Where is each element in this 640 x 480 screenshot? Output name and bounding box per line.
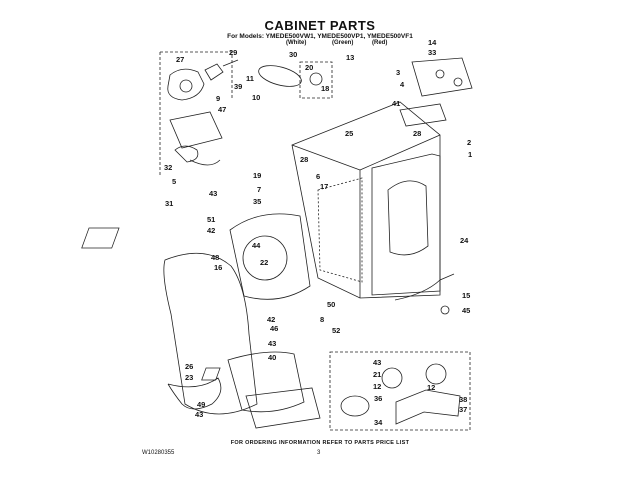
callout-31: 31 [165,199,173,208]
callout-30: 30 [289,50,297,59]
callout-50: 50 [327,300,335,309]
power-cord [394,273,455,301]
callout-51: 51 [207,215,215,224]
color-label-green: (Green) [332,40,354,46]
callout-48: 48 [211,253,219,262]
callout-42: 42 [267,315,275,324]
model-list: For Models: YMEDE500VW1, YMEDE500VP1, YM… [227,33,413,40]
drive-belt [258,65,302,87]
motor-bracket [169,111,223,149]
callout-12: 12 [427,383,435,392]
callout-32: 32 [164,163,172,172]
callout-9: 9 [216,94,220,103]
callout-23: 23 [185,373,193,382]
callout-8: 8 [320,315,324,324]
callout-17: 17 [320,182,328,191]
callout-41: 41 [392,99,400,108]
control-bracket [411,57,473,97]
callout-43: 43 [195,410,203,419]
callout-4: 4 [400,80,405,89]
callout-14: 14 [428,38,437,47]
callout-7: 7 [257,185,261,194]
callout-10: 10 [252,93,260,102]
dashed-group-box [160,51,233,100]
callout-20: 20 [305,63,313,72]
callout-40: 40 [268,353,276,362]
callout-33: 33 [428,48,436,57]
callout-5: 5 [172,177,176,186]
callout-34: 34 [374,418,383,427]
callout-37: 37 [459,405,467,414]
ordering-note: FOR ORDERING INFORMATION REFER TO PARTS … [230,440,410,446]
callout-44: 44 [252,241,261,250]
callout-46: 46 [270,324,278,333]
callout-38: 38 [459,395,467,404]
callout-13: 13 [346,53,354,62]
toe-panel [245,387,321,429]
color-label-red: (Red) [372,40,388,46]
callout-26: 26 [185,362,193,371]
callout-43: 43 [209,189,217,198]
callout-36: 36 [374,394,382,403]
front-bulkhead [229,213,311,300]
document-id: W10280355 [142,450,175,456]
callout-25: 25 [345,129,353,138]
callout-43: 43 [268,339,276,348]
wire-harness [167,377,222,410]
callout-39: 39 [234,82,242,91]
callout-42: 42 [207,226,215,235]
access-panel [81,227,120,249]
callout-45: 45 [462,306,470,315]
callout-28: 28 [413,129,421,138]
callout-35: 35 [253,197,261,206]
callout-18: 18 [321,84,329,93]
callout-6: 6 [316,172,320,181]
dashed-pulley-box [299,61,333,99]
callout-28: 28 [300,155,308,164]
callout-2: 2 [467,138,471,147]
callout-21: 21 [373,370,381,379]
callout-16: 16 [214,263,222,272]
callout-29: 29 [229,48,237,57]
color-label-white: (White) [286,40,307,46]
callout-12: 12 [373,382,381,391]
front-panel [163,252,258,415]
page-title: CABINET PARTS [264,18,376,33]
callout-52: 52 [332,326,340,335]
drive-motor-assembly [167,59,239,101]
callout-11: 11 [246,74,254,83]
side-panel [371,153,441,296]
callout-43: 43 [373,358,381,367]
callout-15: 15 [462,291,470,300]
callout-3: 3 [396,68,400,77]
callout-27: 27 [176,55,184,64]
callout-49: 49 [197,400,205,409]
page-number: 3 [317,450,321,456]
callout-1: 1 [468,150,472,159]
callout-47: 47 [218,105,226,114]
dashed-vent-kit-box [329,351,471,431]
callout-19: 19 [253,171,261,180]
callout-24: 24 [460,236,469,245]
callout-22: 22 [260,258,268,267]
cabinet-body [291,101,441,299]
